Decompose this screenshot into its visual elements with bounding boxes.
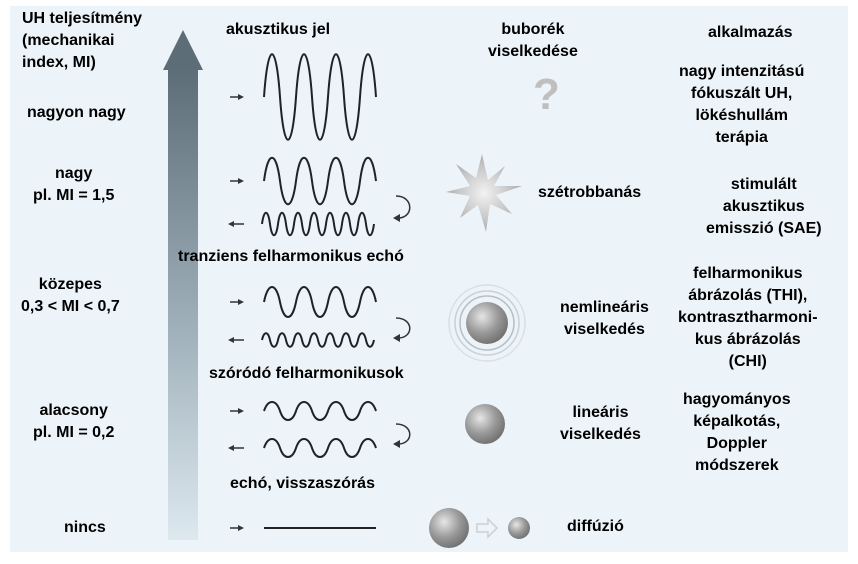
- wave-medium-incident: [263, 286, 377, 318]
- label-scattering-harmonics: szóródó felharmonikusok: [209, 365, 404, 382]
- header-power: UH teljesítmény (mechanikai index, MI): [22, 10, 143, 71]
- level-none: nincs: [64, 519, 106, 536]
- diffusion-icon: [429, 508, 530, 548]
- behavior-linear: lineáris viselkedés: [560, 404, 641, 443]
- behavior-nonlinear: nemlineáris viselkedés: [560, 299, 649, 338]
- level-low: alacsony pl. MI = 0,2: [33, 402, 115, 441]
- level-high: nagy pl. MI = 1,5: [33, 165, 115, 204]
- level-medium: közepes 0,3 < MI < 0,7: [21, 276, 120, 315]
- application-high: stimulált akusztikus emisszió (SAE): [706, 176, 822, 237]
- application-very-high: nagy intenzitású fókuszált UH, lökéshull…: [679, 63, 805, 146]
- label-echo: echó, visszaszórás: [230, 475, 375, 492]
- application-low: hagyományos képalkotás, Doppler módszere…: [683, 391, 791, 474]
- header-signal: akusztikus jel: [226, 21, 331, 38]
- label-transient-echo: tranziens felharmonikus echó: [178, 248, 404, 265]
- application-medium: felharmonikus ábrázolás (THI), kontraszt…: [678, 265, 818, 370]
- behavior-diffusion: diffúzió: [567, 518, 624, 535]
- linear-bubble-icon: [465, 404, 505, 444]
- header-application: alkalmazás: [708, 24, 793, 41]
- wave-low-echo: [263, 438, 377, 458]
- wave-arrows: [228, 94, 244, 531]
- wave-high-echo: [261, 211, 375, 237]
- burst-bubble-icon: [446, 154, 522, 232]
- diagram-panel: [10, 6, 848, 552]
- wave-medium-echo: [261, 332, 375, 348]
- header-bubble: buborék viselkedése: [488, 21, 578, 60]
- unknown-behavior-mark: ?: [533, 70, 560, 119]
- wave-low-incident: [263, 401, 377, 421]
- power-arrow: [163, 30, 203, 540]
- level-very-high: nagyon nagy: [27, 104, 126, 121]
- behavior-burst: szétrobbanás: [538, 184, 642, 201]
- wave-high-incident: [263, 157, 377, 205]
- nonlinear-bubble-icon: [448, 284, 526, 362]
- wave-very-high: [263, 53, 377, 141]
- reflection-arrows: [393, 195, 411, 448]
